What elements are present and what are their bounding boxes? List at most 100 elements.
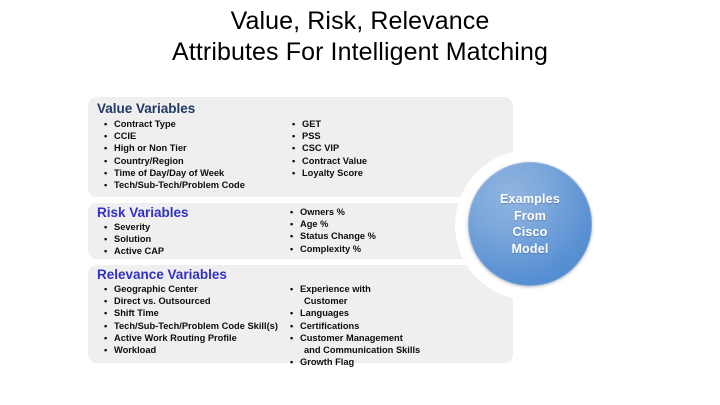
list-item-label: Loyalty Score (302, 167, 363, 178)
list-item: • Experience with (290, 283, 420, 295)
bullet-icon: • (104, 222, 108, 232)
list-item-label: Workload (114, 345, 157, 356)
list-item-label: Geographic Center (114, 284, 198, 294)
bullet-icon: • (292, 131, 296, 142)
list-item: • Geographic Center (104, 283, 278, 295)
list-item: • Contract Type (104, 118, 245, 130)
page-title: Value, Risk, Relevance Attributes For In… (0, 6, 720, 67)
bullet-icon: • (104, 119, 108, 129)
list-item: • Growth Flag (290, 356, 420, 368)
list-item-label: Tech/Sub-Tech/Problem Code Skill(s) (114, 320, 278, 331)
list-item-label: Contract Type (114, 119, 176, 129)
list-item: • CSC VIP (292, 142, 367, 154)
relevance-variables-list-left: • Geographic Center•Direct vs. Outsourced… (104, 283, 278, 356)
risk-variables-panel (88, 203, 513, 259)
bullet-icon: • (290, 284, 294, 294)
list-item-label: Solution (114, 234, 152, 245)
bullet-icon: • (104, 143, 108, 154)
list-item: •Country/Region (104, 155, 245, 167)
list-item-label: CSC VIP (302, 143, 340, 154)
list-item: •Customer Management (290, 332, 420, 344)
bullet-icon: • (104, 131, 108, 142)
list-item: •Workload (104, 344, 278, 356)
bullet-icon: • (290, 243, 294, 254)
list-item: • Loyalty Score (292, 167, 367, 179)
list-item-label: Severity (114, 222, 151, 232)
bullet-icon: • (104, 308, 108, 319)
list-item: • Owners % (290, 206, 376, 218)
list-item: • Certifications (290, 320, 420, 332)
list-item: • Shift Time (104, 307, 278, 319)
risk-variables-list-right: • Owners % • Age % • Status Change % • Complexi… (290, 206, 376, 255)
list-item: • PSS (292, 130, 367, 142)
bullet-icon: • (104, 246, 108, 257)
list-item: • CCIE (104, 130, 245, 142)
bullet-icon: • (290, 207, 294, 217)
list-item: and Communication Skills (290, 344, 420, 356)
bullet-icon: • (104, 155, 108, 166)
list-item: • Languages (290, 307, 420, 319)
bullet-icon: • (292, 119, 296, 129)
bullet-icon: • (292, 155, 296, 166)
list-item-label: High or Non Tier (114, 143, 187, 154)
list-item-label: Experience with (300, 284, 371, 294)
value-variables-heading: Value Variables (97, 101, 196, 116)
callout-line-3: Cisco (512, 225, 548, 239)
list-item: • Contract Value (292, 155, 367, 167)
list-item: Customer (290, 295, 420, 307)
callout-line-4: Model (511, 241, 549, 256)
list-item-label: CCIE (114, 131, 137, 142)
bullet-icon: • (292, 143, 296, 154)
page-title-line-1: Value, Risk, Relevance (230, 7, 490, 35)
value-variables-list-right: •GET•PSS•CSC VIP•Contract Value•Loyalty … (292, 118, 367, 179)
relevance-variables-panel (88, 265, 513, 363)
list-item: • Severity (104, 221, 164, 233)
page-title-line-2: Attributes For Intelligent Matching (172, 37, 548, 66)
bullet-icon: • (104, 180, 108, 191)
bullet-icon: • (290, 219, 294, 230)
callout-line-1: Examples (500, 192, 560, 206)
list-item-label: Tech/Sub-Tech/Problem Code (114, 180, 245, 191)
callout-line-2: From (513, 208, 547, 223)
list-item-label: Complexity % (300, 243, 361, 254)
list-item-label: Age % (300, 219, 329, 230)
list-item-label: Active CAP (114, 246, 165, 257)
list-item: • Tech/Sub-Tech/Problem Code (104, 179, 245, 191)
list-item-label: Owners % (300, 207, 345, 217)
list-item: •Tech/Sub-Tech/Problem Code Skill(s) (104, 320, 278, 332)
bullet-icon: • (292, 167, 296, 178)
list-item: •GET (292, 118, 367, 130)
list-item: • High or Non Tier (104, 142, 245, 154)
bullet-icon: • (290, 320, 294, 331)
bullet-icon: • (290, 231, 294, 242)
list-item-label: Contract Value (302, 155, 368, 166)
examples-from-cisco-model-callout: Examples From Cisco Model (468, 162, 592, 286)
bullet-icon: • (290, 357, 294, 368)
list-item-label: PSS (302, 131, 321, 142)
list-item-label: and Communication Skills (304, 345, 421, 356)
list-item-label: Active Work Routing Profile (114, 332, 237, 343)
value-variables-panel (88, 97, 513, 197)
list-item-label: Time of Day/Day of Week (114, 167, 225, 178)
list-item: • Active Work Routing Profile (104, 332, 278, 344)
list-item-label: Growth Flag (300, 357, 355, 368)
list-item-label: Languages (300, 308, 350, 319)
bullet-icon: • (104, 296, 108, 307)
list-item: • Time of Day/Day of Week (104, 167, 245, 179)
list-item: • Complexity % (290, 243, 376, 255)
bullet-icon: • (104, 332, 108, 343)
list-item: •Direct vs. Outsourced (104, 295, 278, 307)
bullet-icon: • (104, 234, 108, 245)
bullet-icon: • (104, 167, 108, 178)
list-item-label: Shift Time (114, 308, 159, 319)
bullet-icon: • (290, 332, 294, 343)
risk-variables-heading: Risk Variables (97, 205, 189, 220)
list-item: • Status Change % (290, 230, 376, 242)
bullet-icon: • (104, 284, 108, 294)
list-item-label: Customer (304, 296, 348, 307)
list-item-label: Certifications (300, 320, 360, 331)
value-variables-list-left: • Contract Type • CCIE • High or Non Tier•Cou… (104, 118, 245, 191)
list-item-label: Status Change % (300, 231, 376, 242)
bullet-icon: • (290, 308, 294, 319)
